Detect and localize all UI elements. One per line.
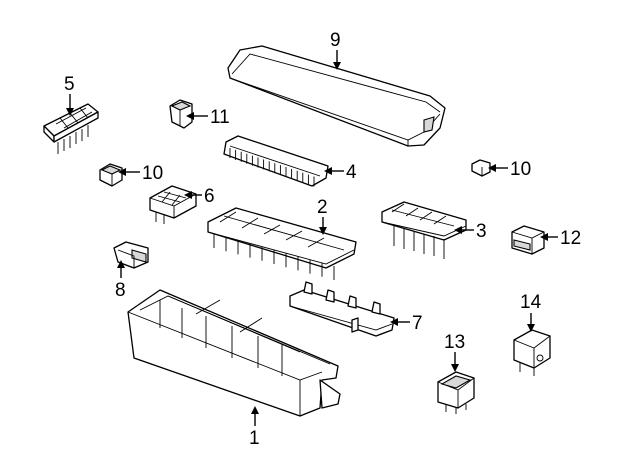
part-14-relay[interactable] xyxy=(513,329,551,376)
callout-3: 3 xyxy=(476,221,487,242)
part-2-relay-block[interactable] xyxy=(207,207,357,280)
part-10-left[interactable] xyxy=(99,163,123,187)
part-9-cover[interactable] xyxy=(227,45,446,147)
callout-7: 7 xyxy=(412,313,423,334)
callout-6: 6 xyxy=(204,186,215,207)
callout-11: 11 xyxy=(210,107,230,128)
part-3-relay-block[interactable] xyxy=(381,201,467,259)
part-5-connector[interactable] xyxy=(43,103,99,154)
part-6-connector[interactable] xyxy=(149,185,197,224)
callout-2: 2 xyxy=(317,197,328,218)
part-7-bracket-strip[interactable] xyxy=(289,281,395,337)
callout-4: 4 xyxy=(346,162,357,183)
part-8-bracket[interactable] xyxy=(113,241,149,269)
callout-14: 14 xyxy=(520,292,542,313)
part-4-fuse-strip[interactable] xyxy=(223,135,329,187)
callout-8: 8 xyxy=(115,280,126,301)
callout-10a: 10 xyxy=(142,163,163,184)
callout-9: 9 xyxy=(330,30,341,51)
part-1-housing[interactable] xyxy=(127,289,341,417)
callout-1: 1 xyxy=(249,428,260,449)
callout-12: 12 xyxy=(560,228,581,249)
part-12-relay[interactable] xyxy=(511,225,545,255)
part-11-clip[interactable] xyxy=(169,99,193,129)
callout-10b: 10 xyxy=(510,159,531,180)
callout-5: 5 xyxy=(64,74,75,95)
leader-lines xyxy=(66,50,558,426)
callout-13: 13 xyxy=(444,332,465,353)
part-10-right[interactable] xyxy=(471,159,491,177)
part-13-relay[interactable] xyxy=(437,371,475,414)
